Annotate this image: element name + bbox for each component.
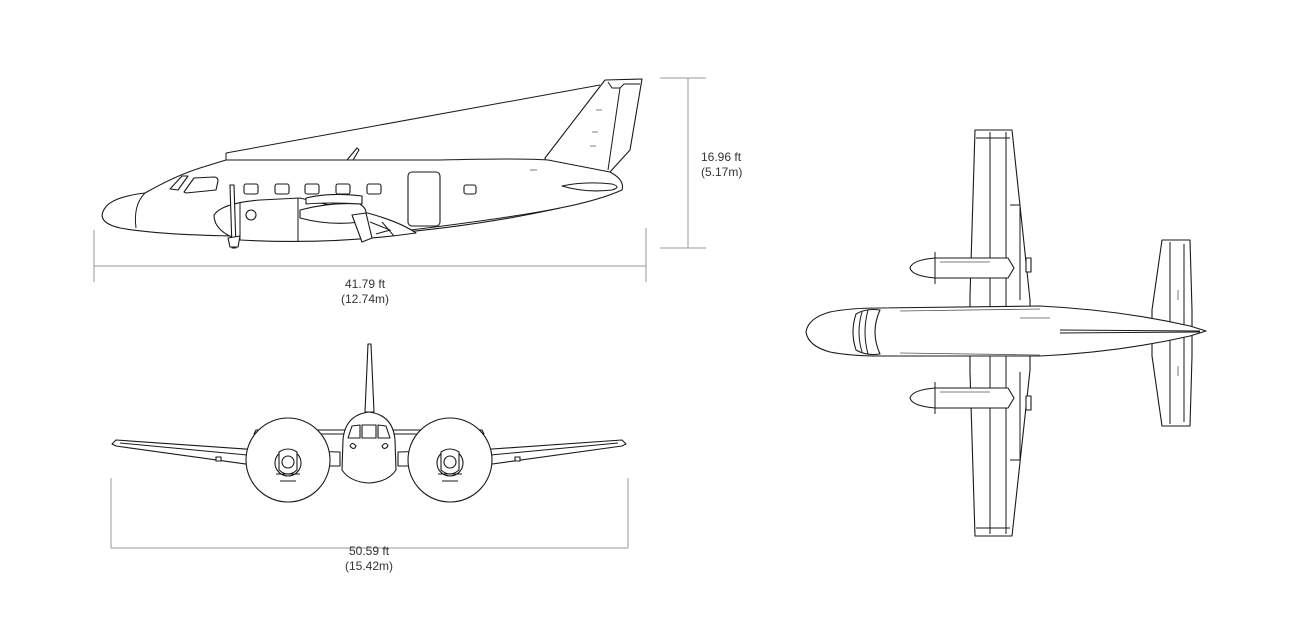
length-ft: 41.79 ft <box>345 277 386 291</box>
span-ft: 50.59 ft <box>349 544 390 558</box>
height-m: (5.17m) <box>701 165 743 179</box>
side-view <box>93 77 706 282</box>
length-m: (12.74m) <box>341 292 390 306</box>
span-dimension: 50.59 ft (15.42m) <box>345 544 393 574</box>
height-ft: 16.96 ft <box>701 150 742 164</box>
front-view <box>110 343 629 549</box>
height-dimension: 16.96 ft (5.17m) <box>701 150 742 180</box>
span-m: (15.42m) <box>345 559 394 573</box>
top-view <box>805 129 1207 537</box>
length-dimension: 41.79 ft (12.74m) <box>341 277 389 307</box>
